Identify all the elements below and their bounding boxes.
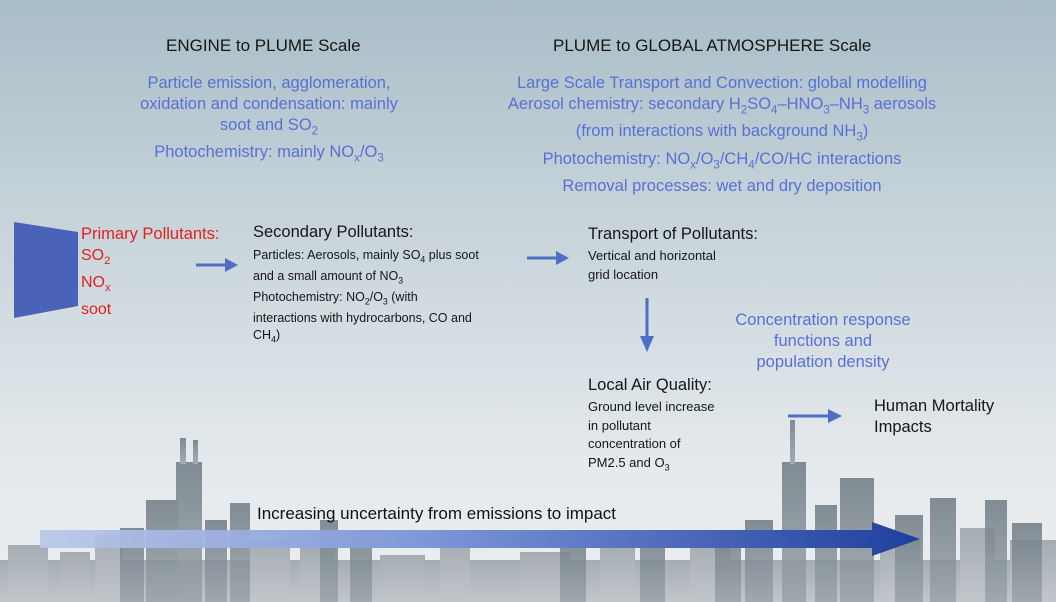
global-process-line: Photochemistry: NOx/O3/CH4/CO/HC interac… [542,149,902,171]
secondary-detail-line: CH4) [253,327,281,345]
global-scale-header: PLUME to GLOBAL ATMOSPHERE Scale [553,36,872,55]
global-process-line: Aerosol chemistry: secondary H2SO4–HNO3–… [507,95,937,117]
secondary-pollutants-group: Secondary Pollutants: Particles: Aerosol… [253,222,479,348]
engine-scale-header: ENGINE to PLUME Scale [166,36,361,55]
uncertainty-gradient-arrow [40,522,920,556]
arrow-secondary-to-transport [527,251,569,265]
global-process-line: (from interactions with background NH3) [575,122,869,144]
engine-processes-text: Particle emission, agglomeration, oxidati… [140,73,398,170]
secondary-detail-line: interactions with hydrocarbons, CO and [253,311,472,325]
engine-process-line: soot and SO2 [219,116,319,138]
impacts-line: Human Mortality [874,397,995,415]
secondary-pollutants-details: Particles: Aerosols, mainly SO4 plus soo… [253,247,479,348]
local-air-detail-line: in pollutant [588,417,651,433]
impacts-line: Impacts [874,418,932,436]
transport-group: Transport of Pollutants: Vertical and ho… [588,224,758,284]
concentration-response-line: population density [756,353,890,371]
concentration-response-line: functions and [773,332,873,350]
transport-details: Vertical and horizontal grid location [588,247,758,284]
primary-pollutant-item: NOx [81,274,111,295]
local-air-detail-line: Ground level increase [588,399,715,414]
global-process-line: Removal processes: wet and dry depositio… [562,176,882,195]
local-air-detail-line: PM2.5 and O3 [588,454,670,473]
secondary-detail-line: Photochemistry: NO2/O3 (with [253,290,418,307]
secondary-pollutants-title: Secondary Pollutants: [253,223,414,241]
engine-block-icon [14,222,78,318]
primary-pollutant-item: soot [81,301,112,319]
global-process-line: Large Scale Transport and Convection: gl… [516,74,927,92]
secondary-detail-line: Particles: Aerosols, mainly SO4 plus soo… [253,248,479,265]
global-processes-text: Large Scale Transport and Convection: gl… [488,73,956,197]
primary-pollutants-title: Primary Pollutants: [81,225,220,243]
arrow-local-air-to-impacts [788,409,842,423]
arrow-transport-to-local-air [640,298,654,352]
engine-process-line: oxidation and condensation: mainly [140,95,398,113]
local-air-quality-details: Ground level increase in pollutant concent… [588,398,714,477]
transport-detail-line: grid location [588,266,659,282]
local-air-quality-title: Local Air Quality: [588,376,712,394]
arrow-primary-to-secondary [196,258,238,272]
secondary-detail-line: and a small amount of NO3 [253,269,404,286]
transport-title: Transport of Pollutants: [588,225,758,243]
primary-pollutant-item: SO2 [81,247,111,268]
transport-detail-line: Vertical and horizontal [588,248,716,263]
local-air-quality-group: Local Air Quality: Ground level increase… [588,375,714,477]
concentration-response-line: Concentration response [735,311,911,329]
local-air-detail-line: concentration of [588,436,681,451]
engine-process-line: Photochemistry: mainly NOx/O3 [154,143,384,165]
uncertainty-label: Increasing uncertainty from emissions to… [257,504,617,523]
engine-process-line: Particle emission, agglomeration, [147,74,391,92]
concentration-response-text: Concentration response functions and popul… [700,310,946,373]
